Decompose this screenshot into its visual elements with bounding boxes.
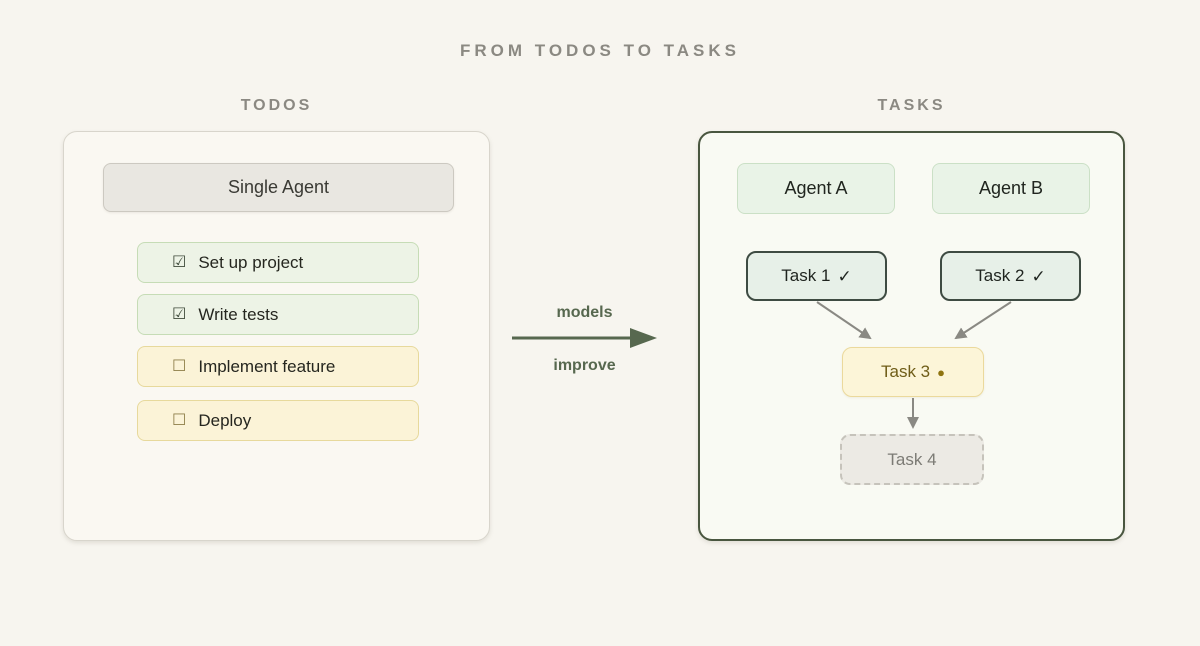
todo-item-set-up-project: ☑ Set up project [137, 242, 419, 283]
todos-heading: TODOS [240, 97, 313, 114]
unchecked-checkbox-icon: ☐ [172, 411, 187, 429]
dependency-arrows [816, 301, 1012, 429]
task-2-box: Task 2 ✓ [940, 251, 1081, 301]
arrow-task2-to-task3-icon [954, 301, 1012, 340]
todo-item-label: Deploy [198, 410, 252, 430]
task-4-box: Task 4 [840, 434, 984, 485]
agent-b-box: Agent B [932, 163, 1090, 214]
task-label: Task 4 [887, 449, 937, 469]
todo-item-label: Set up project [198, 252, 304, 272]
checked-checkbox-icon: ☑ [172, 253, 187, 271]
todo-item-deploy: ☐ Deploy [137, 400, 419, 441]
right-arrow-icon [512, 328, 657, 348]
transition-label-models: models [556, 304, 613, 321]
todo-item-write-tests: ☑ Write tests [137, 294, 419, 335]
transition-label-improve: improve [553, 357, 616, 374]
todo-item-label: Write tests [198, 304, 279, 324]
task-label: Task 3 [881, 362, 931, 381]
tasks-heading: TASKS [877, 97, 946, 114]
arrow-task1-to-task3-icon [816, 301, 872, 340]
checkmark-icon: ✓ [837, 266, 852, 286]
task-label: Task 2 [975, 266, 1025, 285]
todo-item-implement-feature: ☐ Implement feature [137, 346, 419, 387]
todos-panel: Single Agent ☑ Set up project ☑ Write te… [63, 131, 490, 541]
agent-a-box: Agent A [737, 163, 895, 214]
task-1-box: Task 1 ✓ [746, 251, 887, 301]
in-progress-dot-icon: ● [937, 364, 945, 380]
tasks-panel: Agent A Agent B Task 1 ✓ Task 2 ✓ Task 3… [698, 131, 1125, 541]
checkmark-icon: ✓ [1031, 266, 1046, 286]
unchecked-checkbox-icon: ☐ [172, 357, 187, 375]
checked-checkbox-icon: ☑ [172, 305, 187, 323]
task-label: Task 1 [781, 266, 831, 285]
task-3-box: Task 3 ● [842, 347, 984, 397]
todo-item-label: Implement feature [198, 356, 336, 376]
page-title: FROM TODOS TO TASKS [459, 41, 740, 60]
single-agent-box: Single Agent [103, 163, 454, 212]
